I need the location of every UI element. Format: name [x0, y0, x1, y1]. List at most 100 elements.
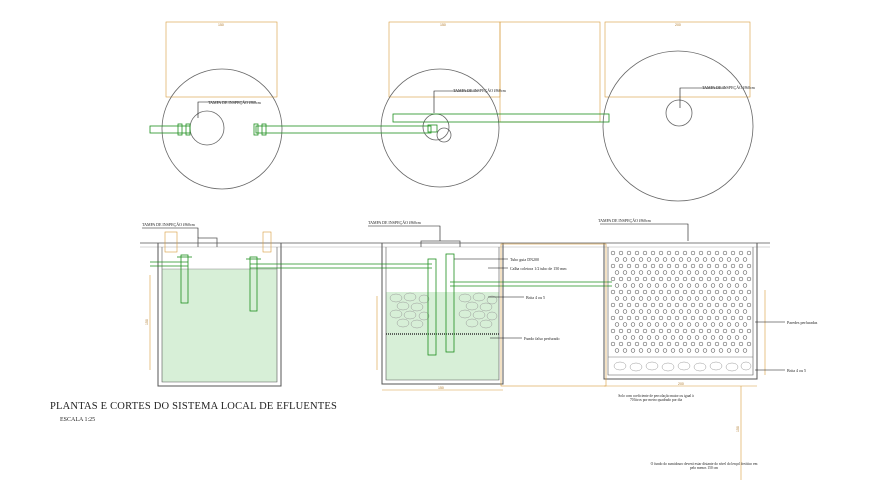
- perforation-hole: [682, 276, 688, 282]
- perforation-hole: [738, 276, 744, 282]
- perforation-hole: [618, 289, 624, 295]
- perforation-hole: [718, 309, 724, 314]
- section-tank-2: [381, 240, 504, 385]
- perforation-hole: [742, 257, 748, 262]
- plan-tank-2-outer: [380, 68, 500, 188]
- perforation-hole: [726, 270, 732, 275]
- perforation-hole: [614, 283, 620, 288]
- perforation-hole: [702, 335, 708, 340]
- perforation-hole: [646, 322, 652, 327]
- perforation-hole: [714, 250, 720, 256]
- perforation-hole: [710, 309, 716, 314]
- perforation-hole: [742, 309, 748, 314]
- perforation-hole: [682, 341, 688, 347]
- perforation-hole: [674, 263, 680, 269]
- bottom-gravel: [613, 361, 752, 372]
- section-tank-2-cap-label: TAMPA DE INSPEÇÃO Ø60cm: [368, 220, 422, 225]
- perforation-hole: [690, 302, 696, 308]
- section-leaders: [142, 223, 785, 371]
- perforation-hole: [678, 283, 684, 288]
- perforation-hole: [710, 348, 716, 353]
- perforation-hole: [634, 328, 640, 334]
- plan-tank-1-cap: [189, 110, 225, 146]
- perforated-wall-pattern: [610, 250, 752, 353]
- perforation-hole: [658, 250, 664, 256]
- perforation-hole: [694, 270, 700, 275]
- perforation-hole: [682, 250, 688, 256]
- perforation-hole: [702, 296, 708, 301]
- perforation-hole: [622, 309, 628, 314]
- perforation-hole: [650, 315, 656, 321]
- perforation-hole: [662, 309, 668, 314]
- perforation-hole: [670, 309, 676, 314]
- perforation-hole: [662, 322, 668, 327]
- perforation-hole: [654, 348, 660, 353]
- perforation-hole: [674, 276, 680, 282]
- perforation-hole: [686, 257, 692, 262]
- perforation-hole: [614, 257, 620, 262]
- perforation-hole: [674, 315, 680, 321]
- guide-pipe-label: Tubo guia DN200: [510, 257, 539, 262]
- perforation-hole: [722, 302, 728, 308]
- perforation-hole: [618, 302, 624, 308]
- perforation-hole: [734, 322, 740, 327]
- perforation-hole: [706, 263, 712, 269]
- perforation-hole: [686, 322, 692, 327]
- perforation-hole: [630, 283, 636, 288]
- perforation-hole: [678, 348, 684, 353]
- perforation-hole: [646, 257, 652, 262]
- perforation-hole: [622, 335, 628, 340]
- perforation-hole: [638, 283, 644, 288]
- perforation-hole: [690, 276, 696, 282]
- perforation-hole: [646, 296, 652, 301]
- perforation-hole: [654, 283, 660, 288]
- perforation-hole: [682, 302, 688, 308]
- perforation-hole: [710, 335, 716, 340]
- perforation-hole: [662, 348, 668, 353]
- perforation-hole: [706, 341, 712, 347]
- perforation-hole: [630, 309, 636, 314]
- perforation-hole: [642, 263, 648, 269]
- perforation-hole: [658, 289, 664, 295]
- perforation-hole: [722, 328, 728, 334]
- perforation-hole: [642, 328, 648, 334]
- perforation-hole: [610, 315, 616, 321]
- perforation-hole: [742, 270, 748, 275]
- perforation-hole: [634, 302, 640, 308]
- perforated-walls-label: Paredes perfuradas: [787, 320, 818, 325]
- perforation-hole: [674, 328, 680, 334]
- perforation-hole: [698, 250, 704, 256]
- perforation-hole: [694, 309, 700, 314]
- perforation-hole: [622, 348, 628, 353]
- perforation-hole: [626, 341, 632, 347]
- perforation-hole: [678, 322, 684, 327]
- perforation-hole: [730, 341, 736, 347]
- perforation-hole: [698, 315, 704, 321]
- perforation-hole: [698, 289, 704, 295]
- perforation-hole: [670, 322, 676, 327]
- perforation-hole: [742, 335, 748, 340]
- perforation-hole: [646, 348, 652, 353]
- perforation-hole: [686, 348, 692, 353]
- perforation-hole: [694, 257, 700, 262]
- perforation-hole: [658, 341, 664, 347]
- perforation-hole: [726, 257, 732, 262]
- perforation-hole: [734, 270, 740, 275]
- perforation-hole: [686, 335, 692, 340]
- perforation-hole: [738, 263, 744, 269]
- perforation-hole: [734, 296, 740, 301]
- perforation-hole: [718, 270, 724, 275]
- plan-pipes: [149, 113, 610, 136]
- perforation-hole: [654, 257, 660, 262]
- perforation-hole: [654, 296, 660, 301]
- perforation-hole: [710, 283, 716, 288]
- perforation-hole: [614, 348, 620, 353]
- perforation-hole: [654, 270, 660, 275]
- perforation-hole: [654, 309, 660, 314]
- soil-note: Solo com coeficiente de percolação maior…: [618, 394, 693, 402]
- plan-tank-3-cap: [665, 99, 693, 127]
- perforation-hole: [658, 302, 664, 308]
- perforation-hole: [734, 335, 740, 340]
- perforation-hole: [718, 322, 724, 327]
- perforation-hole: [670, 257, 676, 262]
